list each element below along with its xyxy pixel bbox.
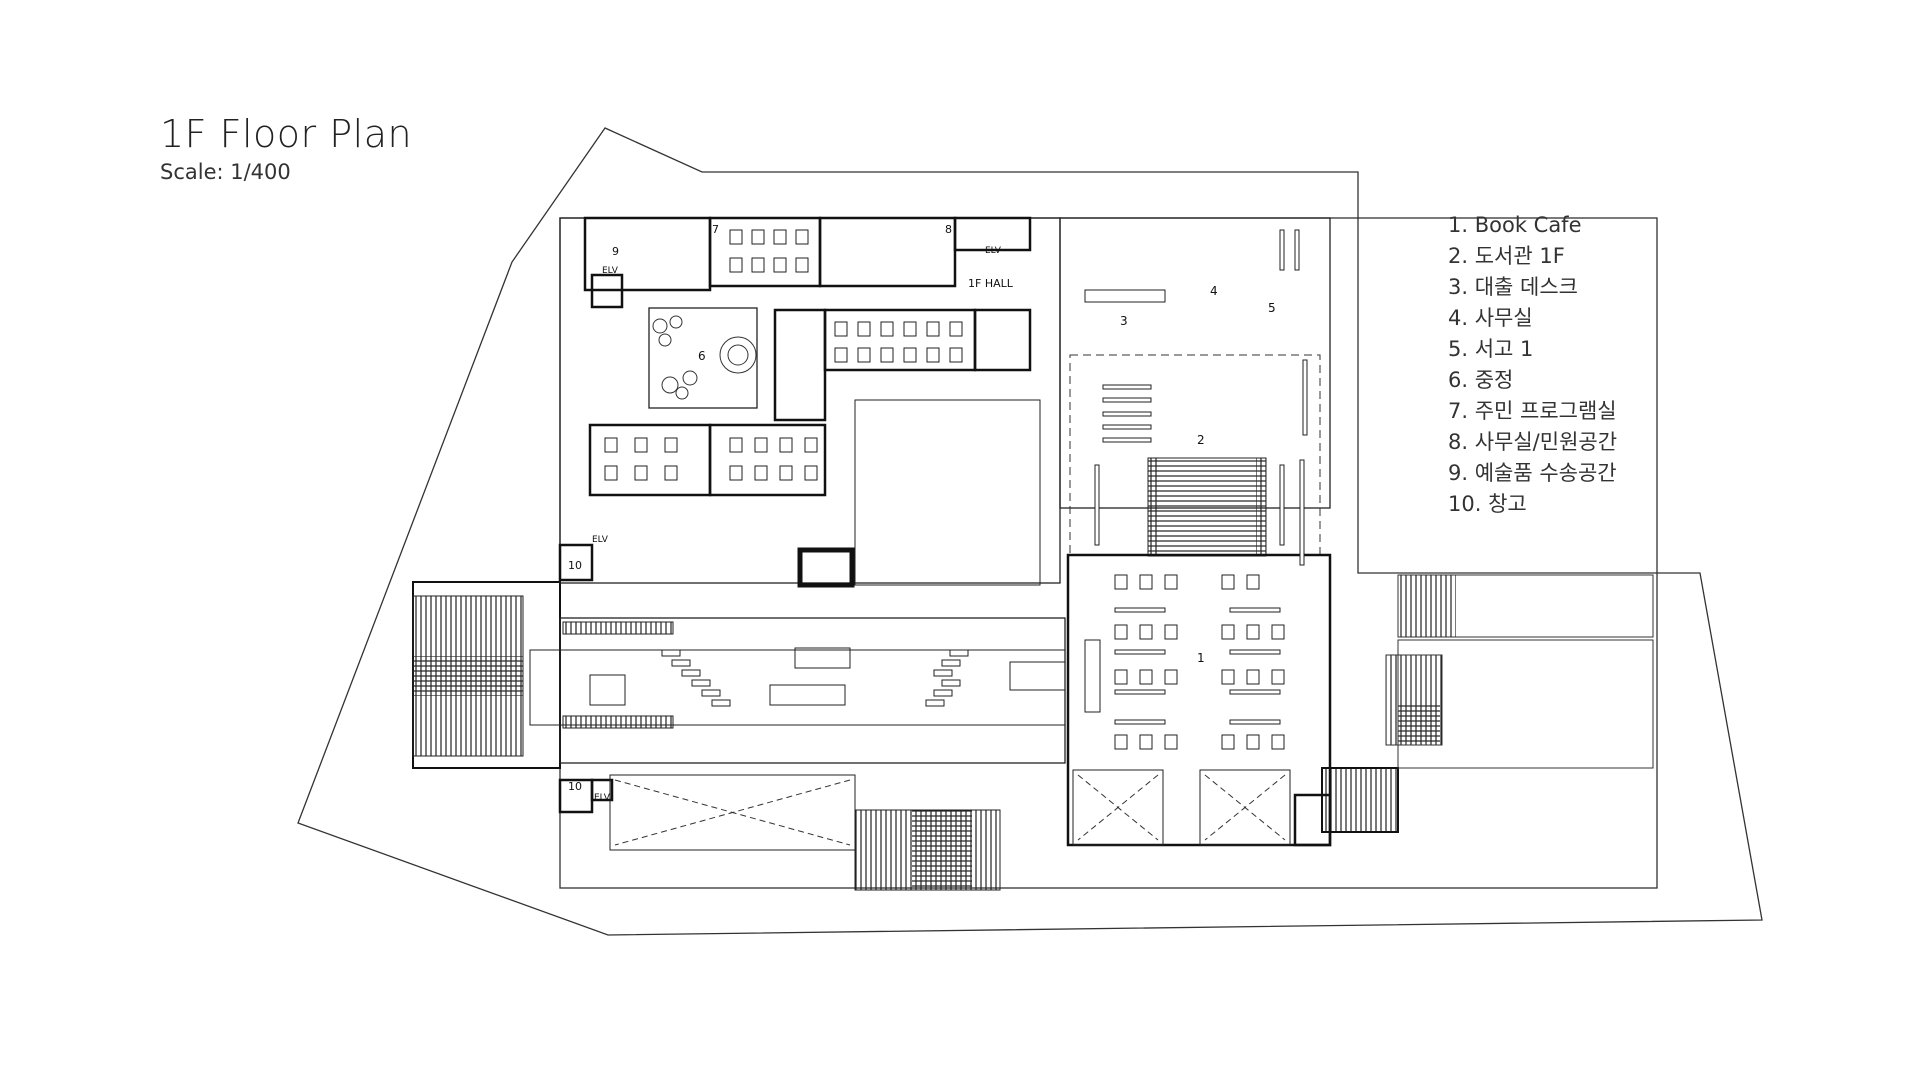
podium-outline [559,217,1658,889]
room-label-9: 9 [612,245,619,258]
legend-item: 4. 사무실 [1448,306,1533,330]
room-label-3: 3 [1120,314,1128,328]
east-stairs [1321,574,1654,833]
plan-title: 1F Floor Plan [160,112,413,156]
west-wing [558,216,1061,891]
room-label-2: 2 [1197,433,1205,447]
room-label-7: 7 [712,223,719,236]
table-groups [604,229,1285,750]
storage-label: 10 [568,559,582,572]
main-corridor [529,617,1066,764]
plan-scale: Scale: 1/400 [160,160,291,184]
legend-item: 1. Book Cafe [1448,213,1582,237]
legend-item: 10. 창고 [1448,492,1527,516]
legend-item: 7. 주민 프로그램실 [1448,399,1617,423]
bookshelves [1094,229,1308,725]
elevator-label: ELV [985,246,1002,256]
elevator-label: ELV [602,266,619,276]
courtyard-trees [652,315,757,400]
legend: 1. Book Cafe 2. 도서관 1F 3. 대출 데스크 4. 사무실 … [1448,210,1617,520]
legend-item: 6. 중정 [1448,368,1514,392]
legend-item: 2. 도서관 1F [1448,244,1565,268]
legend-item: 5. 서고 1 [1448,337,1534,361]
elevator-label: ELV [594,793,611,803]
title-block: 1F Floor Plan Scale: 1/400 [160,112,412,184]
east-wing [1059,217,1332,847]
hall-label: 1F HALL [968,277,1014,290]
room-label-1: 1 [1197,651,1205,665]
elevator-label: ELV [592,535,609,545]
room-label-8: 8 [945,223,952,236]
west-stairs [412,581,561,769]
storage-label: 10 [568,780,582,793]
room-label-4: 4 [1210,284,1218,298]
room-label-6: 6 [698,349,706,363]
room-label-5: 5 [1268,301,1276,315]
legend-item: 3. 대출 데스크 [1448,275,1578,299]
legend-item: 9. 예술품 수송공간 [1448,461,1617,485]
legend-item: 8. 사무실/민원공간 [1448,430,1618,454]
site-boundary [297,127,1763,936]
